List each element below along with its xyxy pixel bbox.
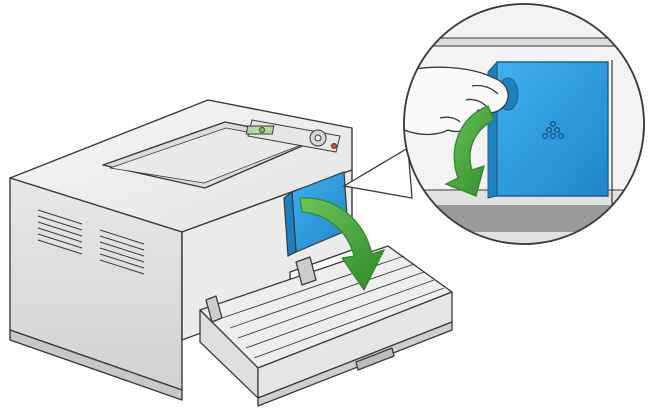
error-led (331, 143, 337, 149)
curved-arrow-icon-large (444, 105, 495, 197)
vent-grille-right (99, 229, 145, 275)
callout-magnifier (403, 3, 645, 245)
callout-pointer (342, 146, 413, 199)
side-cover-large (487, 60, 609, 199)
paper-tray (199, 245, 453, 407)
vent-grille-left (37, 209, 83, 255)
toner-icon (542, 121, 564, 139)
ready-led (259, 127, 265, 133)
control-panel (245, 119, 341, 153)
curved-arrow-icon (299, 197, 386, 292)
